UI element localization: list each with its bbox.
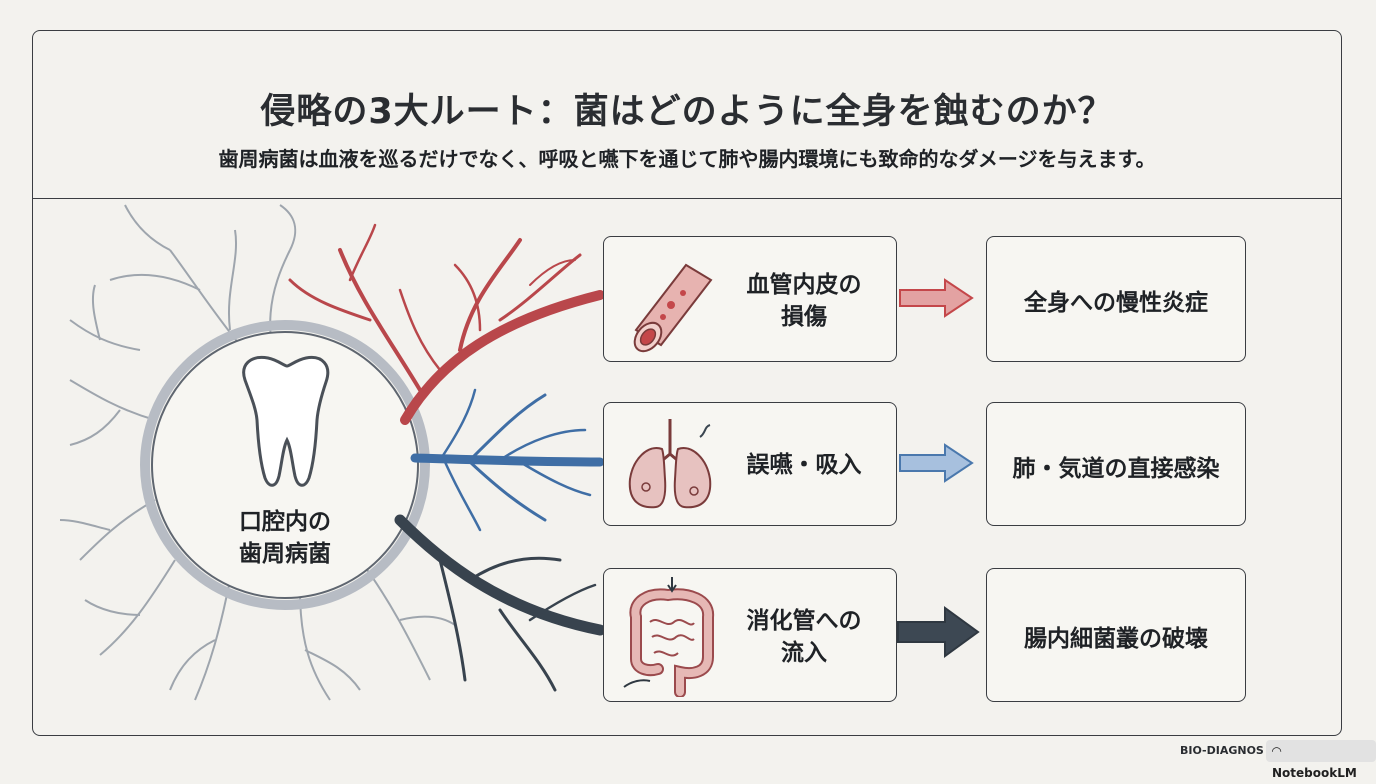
route-label-line: 流入 [781, 640, 827, 666]
route-box-gut: 消化管への 流入 [603, 568, 897, 702]
result-label-lung-infection: 肺・気道の直接感染 [1012, 456, 1220, 482]
center-label-line: 歯周病菌 [239, 541, 331, 567]
route-box-lungs: 誤嚥・吸入 [603, 402, 897, 526]
slide-frame: 侵略の3大ルート：菌はどのように全身を蝕むのか？ 歯周病菌は血液を巡るだけでなく… [32, 30, 1342, 736]
result-box-inflammation: 全身への慢性炎症 [986, 236, 1246, 362]
result-label-inflammation: 全身への慢性炎症 [1024, 290, 1208, 316]
route-label-line: 誤嚥・吸入 [746, 452, 862, 478]
header: 侵略の3大ルート：菌はどのように全身を蝕むのか？ 歯周病菌は血液を巡るだけでなく… [33, 31, 1341, 199]
oral-cavity-circle [151, 331, 419, 599]
oral-cavity-ring [140, 320, 430, 610]
red-route-vessels [288, 223, 605, 425]
tooth-icon [242, 355, 330, 487]
center-label-line: 口腔内の [239, 509, 331, 535]
route-label-gut: 消化管への 流入 [724, 605, 884, 669]
blue-route-vessels [410, 388, 605, 532]
artery-icon [633, 263, 713, 353]
route-arrows [897, 278, 980, 658]
route-box-blood: 血管内皮の 損傷 [603, 236, 897, 362]
footer-brand: BIO-DIAGNOS [1180, 744, 1264, 757]
dark-route-vessels [394, 514, 606, 692]
route-label-blood: 血管内皮の 損傷 [724, 269, 884, 333]
intestine-icon [623, 577, 714, 697]
result-label-microbiome: 腸内細菌叢の破壊 [1024, 626, 1208, 652]
result-box-microbiome: 腸内細菌叢の破壊 [986, 568, 1246, 702]
notebooklm-icon: ◠ [1272, 744, 1282, 758]
notebooklm-label: NotebookLM [1272, 766, 1357, 780]
page-title: 侵略の3大ルート：菌はどのように全身を蝕むのか？ [260, 92, 1114, 132]
lungs-icon [628, 419, 712, 509]
result-box-lung-infection: 肺・気道の直接感染 [986, 402, 1246, 526]
oral-bacteria-label: 口腔内の 歯周病菌 [190, 506, 380, 570]
notebooklm-badge: ◠ NotebookLM [1266, 740, 1376, 780]
page-subtitle: 歯周病菌は血液を巡るだけでなく、呼吸と嚥下を通じて肺や腸内環境にも致命的なダメー… [218, 147, 1156, 171]
route-label-lungs: 誤嚥・吸入 [724, 449, 884, 481]
diagram-art [59, 204, 980, 701]
route-label-line: 消化管への [746, 608, 862, 634]
route-label-line: 損傷 [781, 304, 827, 330]
route-label-line: 血管内皮の [746, 272, 862, 298]
